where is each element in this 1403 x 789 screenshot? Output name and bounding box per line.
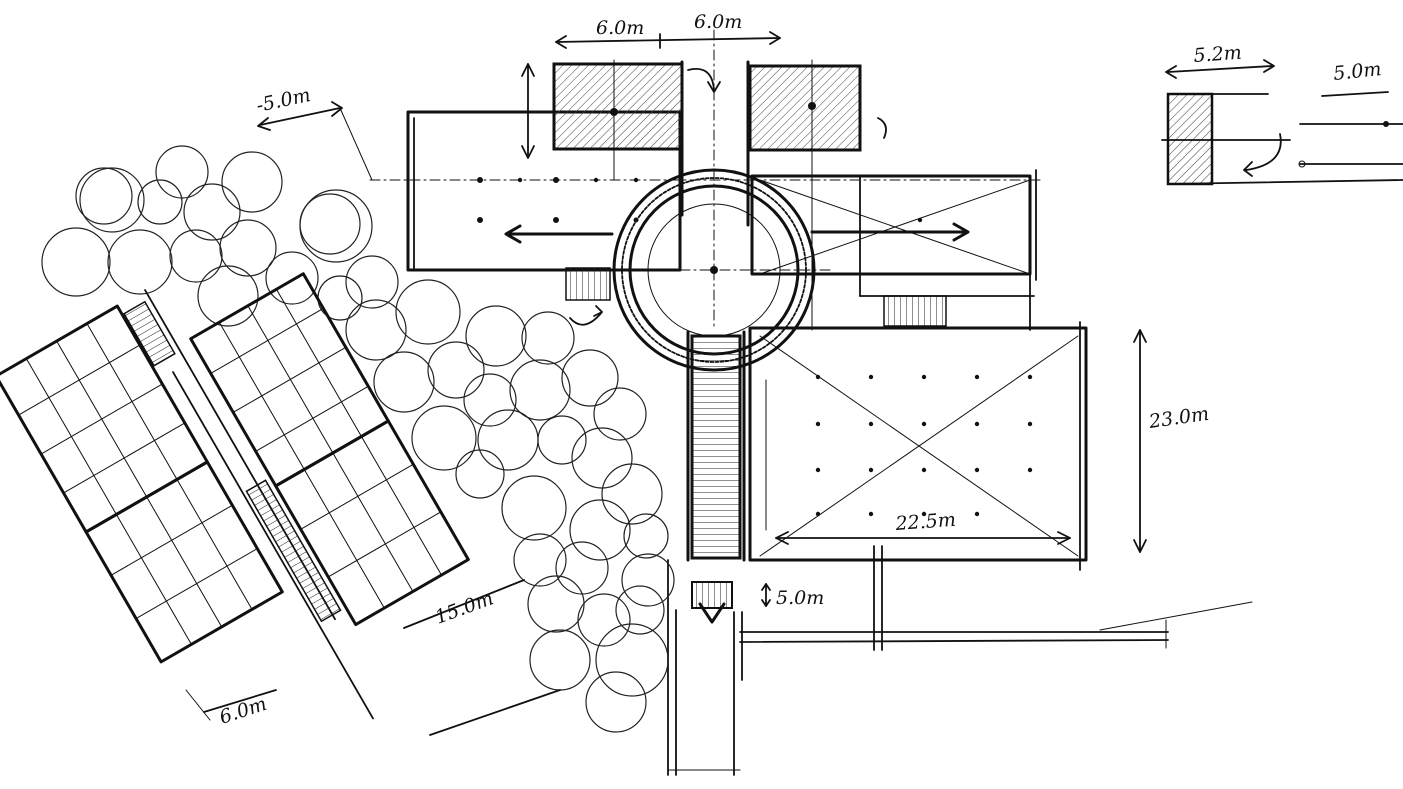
top-hatched-block-right [748,59,887,331]
dim-label-5m-top-left: -5.0m [254,84,312,117]
dim-label-5m-inset: 5.0m [1332,58,1382,85]
dim-label-15m: 15.0m [432,587,496,628]
right-wing [750,169,1037,331]
top-dimension-lines [555,31,781,49]
dim-label-5m-south: 5.0m [776,587,824,609]
southwest-edge-lines [185,101,561,736]
dim-label-6m-bottom: 6.0m [217,693,270,729]
south-east-hall [748,321,1147,571]
dim-label-5-2m: 5.2m [1193,42,1243,67]
dim-label-22-5m: 22.5m [894,509,957,535]
southwest-wing-inner [172,272,470,720]
dim-label-6m-left: 6.0m [596,17,644,39]
inset-detail [1161,59,1403,186]
dim-label-6m-right: 6.0m [694,11,742,33]
central-rotunda [565,158,831,372]
south-ramp [667,330,1253,776]
southwest-wing-outer [0,289,336,664]
dim-label-23m: 23.0m [1147,403,1211,433]
top-hatched-block-left [521,59,684,181]
dimension-labels: 6.0m 6.0m -5.0m 5.2m 5.0m 23.0m 22.5m 15… [217,11,1383,729]
top-left-wing [369,110,1041,272]
